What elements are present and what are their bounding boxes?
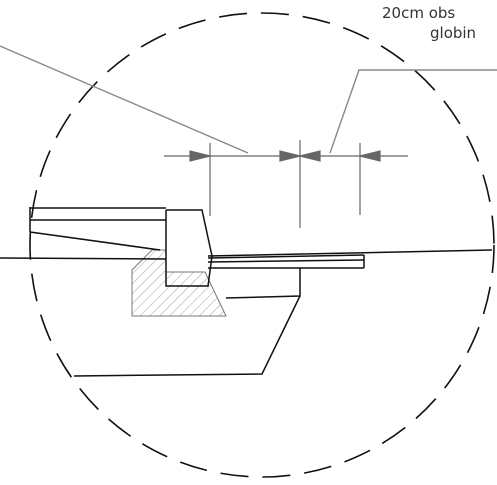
leader-line-right	[329, 69, 497, 154]
annotation-label-line1: 20cm obs	[382, 4, 456, 22]
annotation-label-line2: globin	[430, 24, 477, 42]
structure-lines	[0, 207, 493, 377]
leader-line-left	[0, 45, 249, 154]
detail-circle	[29, 12, 495, 478]
dimension-chain	[164, 140, 408, 228]
